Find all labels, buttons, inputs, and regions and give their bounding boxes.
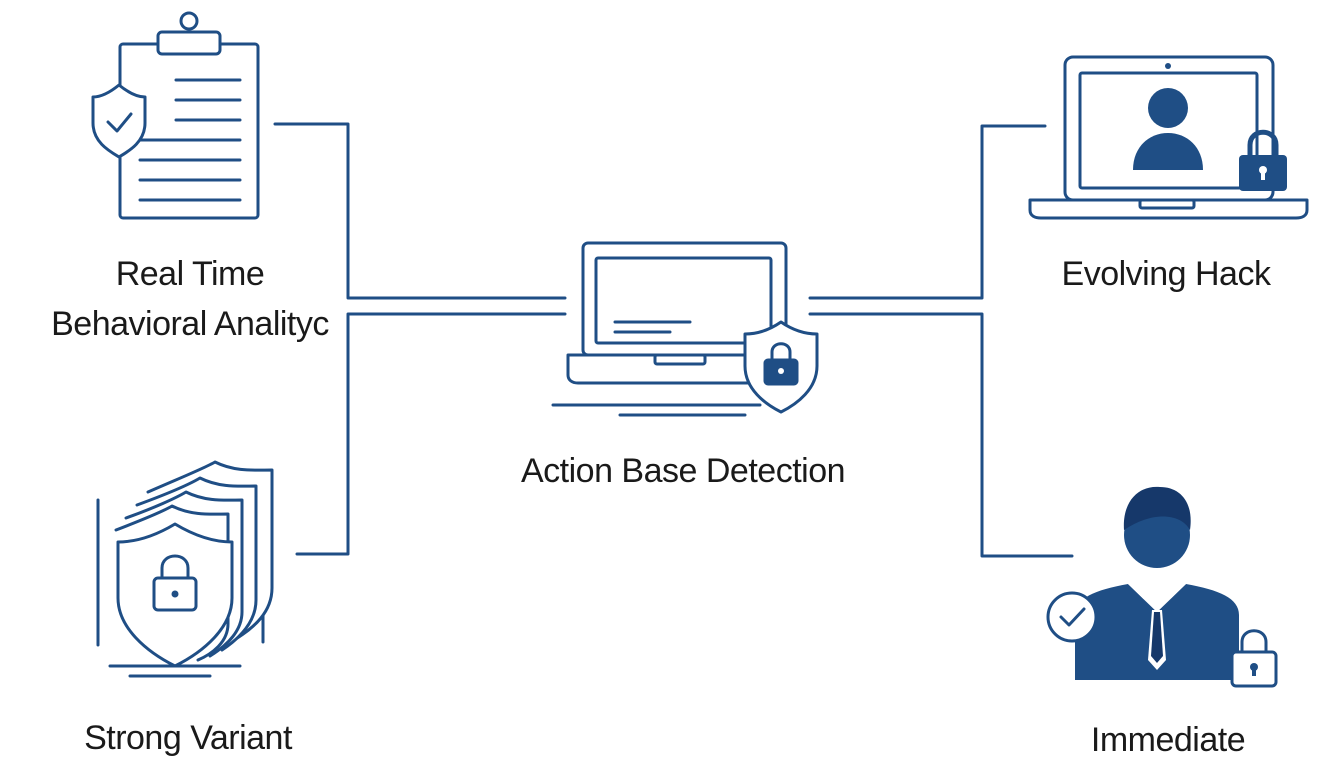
- strong-variant-label: Strong Variant: [84, 719, 292, 757]
- connectors: [273, 122, 1074, 558]
- connector-evolving: [808, 124, 1047, 300]
- realtime-label-line1: Real Time: [115, 255, 265, 293]
- connector-realtime: [273, 122, 567, 300]
- connector-immediate: [808, 312, 1074, 558]
- realtime-label-line2: Behavioral Analityc: [51, 305, 329, 343]
- stacked-shields-lock-icon: [96, 460, 274, 678]
- connector-strong: [295, 312, 567, 556]
- immediate-label: Immediate: [1090, 721, 1246, 759]
- laptop-shield-lock-icon: [551, 241, 819, 417]
- clipboard-shield-icon: [91, 11, 260, 220]
- laptop-user-lock-icon: [1028, 55, 1309, 220]
- action-base-detection-label: Action Base Detection: [520, 452, 846, 490]
- businessman-check-lock-icon: [1046, 486, 1278, 688]
- evolving-hack-label: Evolving Hack: [1061, 255, 1271, 293]
